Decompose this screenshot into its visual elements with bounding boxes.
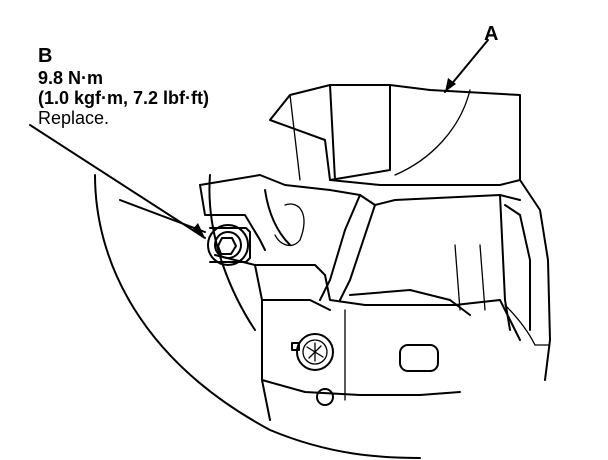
callout-a-arrowhead xyxy=(445,78,456,92)
callout-b-torque-alt: (1.0 kgf·m, 7.2 lbf·ft) xyxy=(38,88,209,108)
plate-screw xyxy=(296,333,334,371)
callout-b-leader-2 xyxy=(119,199,206,233)
small-tab xyxy=(291,342,300,351)
bolt-b xyxy=(207,224,251,266)
mounting-plate xyxy=(214,254,549,421)
callout-b-note: Replace. xyxy=(38,108,109,128)
bracket-body xyxy=(199,174,551,381)
small-screw xyxy=(316,388,334,406)
callout-b-torque-nm: 9.8 N·m xyxy=(38,68,103,88)
cover-part-a xyxy=(269,84,521,186)
housing-outline xyxy=(94,174,421,459)
callout-b-letter: B xyxy=(38,45,52,67)
callout-b-leader xyxy=(29,124,206,239)
slot-hole xyxy=(399,344,439,372)
callout-a-letter: A xyxy=(484,23,498,45)
housing-inner-curve xyxy=(208,174,256,331)
